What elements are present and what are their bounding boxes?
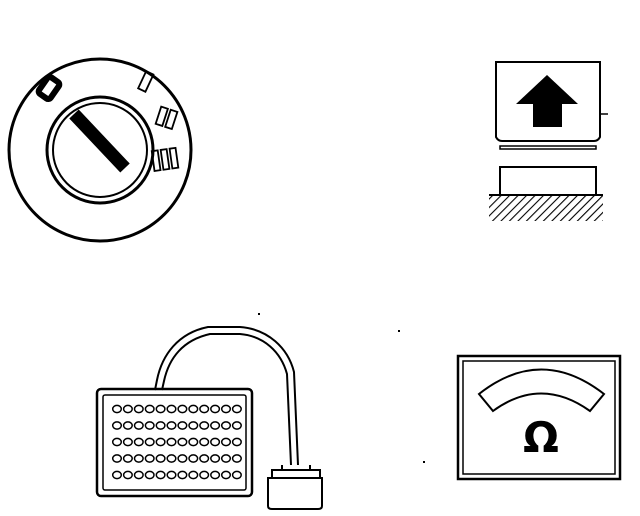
breakout-pin	[220, 421, 232, 430]
breakout-pin	[155, 454, 166, 463]
lift-platform-block	[499, 166, 597, 196]
breakout-pin	[144, 470, 155, 480]
ohm-symbol: Ω	[523, 413, 559, 462]
breakout-pin	[210, 421, 221, 430]
ohmmeter-frame-outer	[456, 354, 622, 481]
breakout-pin	[199, 437, 210, 447]
breakout-pin	[155, 437, 166, 447]
breakout-box-panel	[102, 394, 247, 491]
breakout-pin	[122, 437, 133, 447]
breakout-pin	[133, 437, 144, 447]
breakout-pin	[133, 404, 144, 414]
breakout-pin	[177, 437, 188, 447]
breakout-pin	[166, 437, 177, 447]
breakout-pin	[144, 437, 155, 447]
test-cable-inner	[161, 333, 292, 466]
breakout-pin	[133, 470, 144, 480]
breakout-pin	[188, 404, 199, 414]
ohmmeter-icon: Ω	[456, 354, 622, 481]
breakout-pin	[188, 421, 199, 430]
test-cable	[154, 326, 299, 466]
breakout-pin	[177, 421, 188, 430]
breakout-pin	[111, 454, 123, 463]
ground-hatch	[489, 195, 603, 221]
switch-key-cylinder-outer	[45, 95, 155, 205]
ohmmeter-scale-arc	[477, 368, 606, 413]
ohmmeter-frame-inner	[462, 360, 616, 475]
breakout-pin	[210, 454, 221, 463]
breakout-pin	[231, 470, 242, 480]
breakout-box-body	[95, 387, 254, 498]
position-1-marker	[136, 69, 155, 93]
connector-plug	[267, 469, 323, 510]
breakout-pin	[177, 404, 188, 414]
switch-outer-ring	[7, 57, 193, 243]
breakout-pin	[220, 454, 232, 463]
breakout-pin	[231, 437, 242, 447]
breakout-pin	[111, 437, 123, 447]
breakout-pin	[231, 421, 242, 430]
breakout-pin	[188, 437, 199, 447]
breakout-pin	[133, 421, 144, 430]
breakout-pin	[144, 421, 155, 430]
breakout-pin	[199, 454, 210, 463]
breakout-pin	[111, 404, 123, 414]
lift-indicator-display	[495, 61, 601, 142]
breakout-pin	[210, 437, 221, 447]
lift-indicator-base	[499, 145, 597, 150]
breakout-pin	[166, 404, 177, 414]
breakout-pin	[231, 404, 242, 414]
switch-key-slot	[69, 109, 130, 173]
breakout-pin	[210, 404, 221, 414]
breakout-pin	[155, 421, 166, 430]
breakout-pin	[122, 421, 133, 430]
position-3-marker	[150, 146, 180, 173]
breakout-pin	[220, 437, 232, 447]
breakout-pin	[188, 470, 199, 480]
breakout-pin	[199, 470, 210, 480]
breakout-pin	[199, 404, 210, 414]
breakout-pin	[133, 454, 144, 463]
breakout-pin	[111, 421, 123, 430]
breakout-pin	[199, 421, 210, 430]
breakout-pin	[155, 470, 166, 480]
breakout-pin	[188, 454, 199, 463]
breakout-pin	[231, 454, 242, 463]
breakout-pin	[166, 454, 177, 463]
up-arrow-icon	[516, 75, 578, 127]
position-0-marker	[35, 73, 63, 103]
breakout-pin	[177, 454, 188, 463]
breakout-pin	[111, 470, 123, 480]
breakout-pin	[122, 454, 133, 463]
breakout-pin	[166, 470, 177, 480]
breakout-pin	[144, 404, 155, 414]
breakout-box-icon	[95, 326, 323, 510]
breakout-pin	[220, 470, 232, 480]
scan-specks	[258, 313, 425, 463]
breakout-pin	[122, 404, 133, 414]
breakout-pin	[122, 470, 133, 480]
switch-key-cylinder-inner	[52, 102, 148, 198]
breakout-pin	[166, 421, 177, 430]
breakout-pin	[220, 404, 232, 414]
breakout-pin-grid	[111, 404, 242, 480]
breakout-pin	[210, 470, 221, 480]
breakout-pin	[144, 454, 155, 463]
ignition-switch-icon	[7, 57, 193, 243]
breakout-pin	[155, 404, 166, 414]
lift-indicator-icon	[489, 61, 608, 221]
breakout-pin	[177, 470, 188, 480]
position-2-marker	[154, 105, 179, 131]
